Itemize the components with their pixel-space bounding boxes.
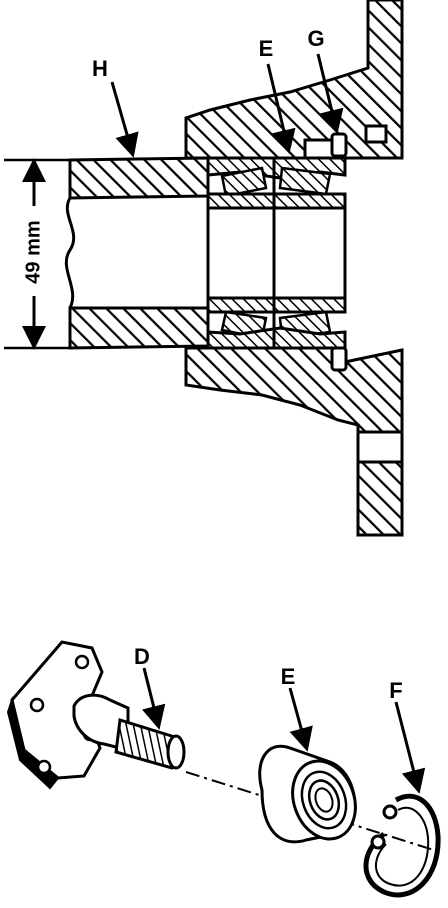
leader-e-exploded <box>288 687 313 752</box>
circlip-section-bottom <box>330 346 348 372</box>
flange-hole-3 <box>36 759 52 775</box>
flange-side <box>6 696 60 790</box>
bearing-bore-hole <box>314 787 334 813</box>
shaft-lower-wall <box>68 306 210 350</box>
stub-shaft-end <box>166 734 186 770</box>
bearing-inner-race-bottom <box>206 296 347 314</box>
bearing-bore <box>206 206 347 300</box>
exploded-view: D E F <box>6 640 441 898</box>
dimension-label: 49 mm <box>22 220 44 283</box>
leader-e-top <box>266 63 296 154</box>
section-view: 49 mm H E G <box>4 0 404 537</box>
roller-top-right <box>278 166 332 196</box>
flange-hole-2 <box>74 654 90 670</box>
label-f: F <box>389 678 402 703</box>
label-g: G <box>307 26 324 51</box>
label-h: H <box>92 56 108 81</box>
shaft-break-line <box>64 197 76 309</box>
leader-d <box>141 667 166 730</box>
circlip-eye-1 <box>382 804 398 820</box>
assembly-axis <box>185 771 441 853</box>
leader-h <box>110 81 139 158</box>
label-e-section: E <box>259 36 274 61</box>
bearing-race-bottom <box>206 326 347 350</box>
circlip-ring <box>363 793 441 898</box>
seal-groove-upper <box>364 124 388 144</box>
circlip-eye-2 <box>370 834 386 850</box>
roller-top-left <box>220 166 268 198</box>
leader-f <box>394 701 426 794</box>
circlip-ring-inner <box>375 806 430 887</box>
label-d: D <box>134 644 150 669</box>
shaft-upper-wall <box>68 156 210 200</box>
circlip-section-top <box>330 132 348 158</box>
label-e-exploded: E <box>281 664 296 689</box>
leader-g <box>316 53 344 134</box>
housing-slot-lower <box>356 430 404 464</box>
flange-hole-1 <box>29 697 45 713</box>
bearing-inner-race-top <box>206 192 347 210</box>
